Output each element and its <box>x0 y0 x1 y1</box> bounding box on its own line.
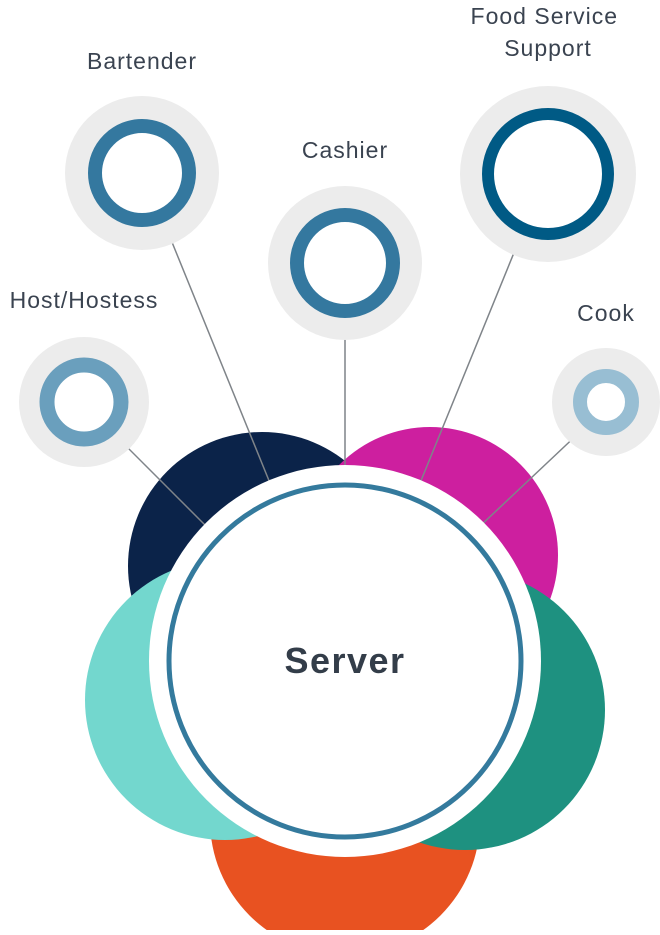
node-label-cashier: Cashier <box>302 137 388 163</box>
connector-cook <box>477 429 583 529</box>
connector-host-hostess <box>114 434 211 531</box>
node-ring <box>482 108 614 240</box>
node-ring <box>573 369 639 435</box>
node-ring <box>88 119 196 227</box>
node-ring <box>290 208 400 318</box>
node-label-cook: Cook <box>577 300 635 326</box>
node-food-service-support: Food Service Support <box>460 3 636 262</box>
node-label-bartender: Bartender <box>87 48 197 74</box>
node-ring <box>39 357 129 447</box>
node-cashier: Cashier <box>268 137 422 340</box>
node-label-line-1: Food Service <box>471 3 619 29</box>
node-cook: Cook <box>552 300 660 456</box>
connector-food-service-support <box>417 237 521 489</box>
node-host-hostess: Host/Hostess <box>10 287 159 467</box>
center-circle <box>149 465 541 857</box>
node-label-host-hostess: Host/Hostess <box>10 287 159 313</box>
center-label: Server <box>284 640 405 681</box>
node-label-food-service-support: Food Service Support <box>471 3 626 61</box>
node-label-line-2: Support <box>504 35 592 61</box>
connector-bartender <box>164 224 273 489</box>
node-bartender: Bartender <box>65 48 219 250</box>
connectors <box>114 224 583 531</box>
center-ring <box>166 482 524 840</box>
